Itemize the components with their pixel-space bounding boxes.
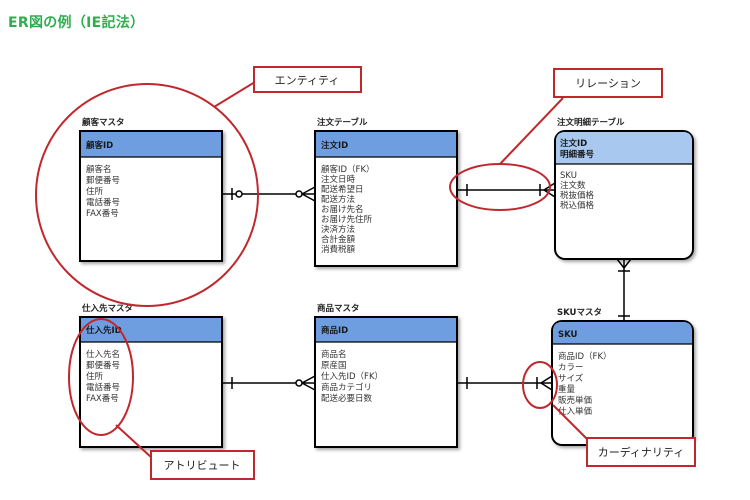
attr-customer-phone: 電話番号: [86, 197, 120, 208]
attr-detail-price-in: 税込価格: [560, 200, 595, 211]
entity-header-supplier: [81, 318, 221, 342]
entity-label-supplier: 仕入先マスタ: [81, 303, 133, 314]
relation-product-sku: [457, 375, 553, 391]
attr-detail-qty: 注文数: [560, 180, 586, 191]
attr-sku-sale-price: 販売単価: [558, 395, 593, 406]
attr-sku-size: サイズ: [558, 373, 584, 384]
callout-entity: エンティティ: [253, 66, 362, 93]
entity-header-sku: [553, 322, 692, 344]
attr-product-origin: 原産国: [321, 360, 347, 371]
entity-label-order-detail: 注文明細テーブル: [557, 117, 625, 128]
annotation-circle-entity: [35, 83, 259, 307]
leader-entity: [213, 81, 256, 108]
attr-sku-weight: 重量: [558, 384, 576, 395]
pk-customer-id: 顧客ID: [86, 140, 113, 151]
attr-supplier-phone: 電話番号: [86, 382, 120, 393]
annotation-ellipse-cardinality: [522, 361, 558, 409]
callout-cardinality: カーディナリティ: [586, 437, 696, 467]
callout-attribute-label: アトリビュート: [164, 459, 241, 472]
callout-cardinality-label: カーディナリティ: [598, 445, 685, 459]
annotation-ellipse-attribute: [68, 318, 134, 436]
pk-sku: SKU: [558, 330, 578, 340]
attr-customer-zip: 郵便番号: [86, 175, 120, 186]
entity-header-order-detail: [556, 132, 692, 164]
attr-detail-sku: SKU: [560, 171, 577, 181]
attr-product-name: 商品名: [321, 349, 347, 360]
attr-sku-color: カラー: [558, 363, 584, 373]
attr-order-payment: 決済方法: [321, 224, 355, 235]
attr-customer-name: 顧客名: [86, 164, 112, 175]
entity-order: 注文テーブル 注文ID 顧客ID（FK） 注文日時 配送希望日 配送方法 お届け…: [314, 117, 458, 267]
relation-customer-order: [222, 186, 316, 202]
attr-order-datetime: 注文日時: [321, 174, 356, 185]
entity-label-product: 商品マスタ: [317, 303, 360, 314]
attr-order-ship-method: 配送方法: [321, 194, 355, 205]
attr-product-category: 商品カテゴリ: [321, 382, 372, 393]
annotations: [35, 81, 589, 459]
leader-relation: [499, 97, 564, 165]
attr-supplier-zip: 郵便番号: [86, 360, 120, 371]
attr-sku-product-fk: 商品ID（FK）: [558, 351, 612, 362]
attr-detail-price-ex: 税抜価格: [560, 190, 595, 201]
attr-order-address: お届け先住所: [321, 214, 373, 225]
entity-header-product: [316, 318, 456, 342]
entity-label-sku: SKUマスタ: [557, 307, 602, 318]
attr-supplier-name: 仕入先名: [86, 349, 120, 360]
entity-order-detail: 注文明細テーブル 注文ID 明細番号 SKU 注文数 税抜価格 税込価格: [554, 117, 694, 260]
annotation-ellipse-relation: [449, 163, 551, 211]
entity-product: 商品マスタ 商品ID 商品名 原産国 仕入先ID（FK） 商品カテゴリ 配送必要…: [314, 303, 458, 448]
attr-supplier-address: 住所: [86, 371, 104, 382]
entity-customer: 顧客マスタ 顧客ID 顧客名 郵便番号 住所 電話番号 FAX番号: [79, 117, 223, 262]
attr-order-tax: 消費税額: [321, 244, 356, 255]
attr-sku-cost-price: 仕入単価: [558, 406, 593, 417]
pk-product-id: 商品ID: [321, 325, 348, 336]
pk-supplier-id: 仕入先ID: [85, 325, 122, 336]
relation-order-detail: [457, 182, 556, 198]
attr-product-ship-days: 配送必要日数: [321, 393, 373, 404]
attr-customer-address: 住所: [86, 186, 104, 197]
attr-order-recipient: お届け先名: [321, 204, 364, 215]
relationships: [222, 182, 632, 391]
attr-order-customer-fk: 顧客ID（FK）: [321, 164, 375, 175]
attr-order-desired-date: 配送希望日: [321, 184, 364, 195]
pk-order-detail-order-id: 注文ID: [560, 138, 587, 149]
page-title: ER図の例（IE記法）: [8, 15, 145, 31]
callout-attribute: アトリビュート: [150, 450, 255, 480]
entity-header-order: [316, 132, 456, 157]
callout-entity-label: エンティティ: [275, 74, 340, 87]
callout-relation: リレーション: [553, 68, 663, 98]
attr-order-total: 合計金額: [321, 234, 356, 245]
relation-detail-sku: [616, 258, 632, 321]
relation-supplier-product: [222, 375, 316, 391]
entity-label-order: 注文テーブル: [317, 117, 368, 128]
entity-supplier: 仕入先マスタ 仕入先ID 仕入先名 郵便番号 住所 電話番号 FAX番号: [79, 303, 223, 448]
attr-product-supplier-fk: 仕入先ID（FK）: [321, 371, 383, 382]
entity-label-customer: 顧客マスタ: [82, 117, 125, 128]
entity-header-customer: [81, 132, 221, 157]
callout-relation-label: リレーション: [575, 77, 641, 90]
leader-cardinality: [552, 404, 589, 441]
entity-sku: SKUマスタ SKU 商品ID（FK） カラー サイズ 重量 販売単価 仕入単価: [551, 307, 694, 446]
pk-order-detail-line-no: 明細番号: [560, 149, 595, 160]
attr-customer-fax: FAX番号: [86, 208, 119, 219]
leader-attribute: [115, 424, 153, 459]
pk-order-id: 注文ID: [321, 140, 348, 151]
attr-supplier-fax: FAX番号: [86, 393, 119, 404]
